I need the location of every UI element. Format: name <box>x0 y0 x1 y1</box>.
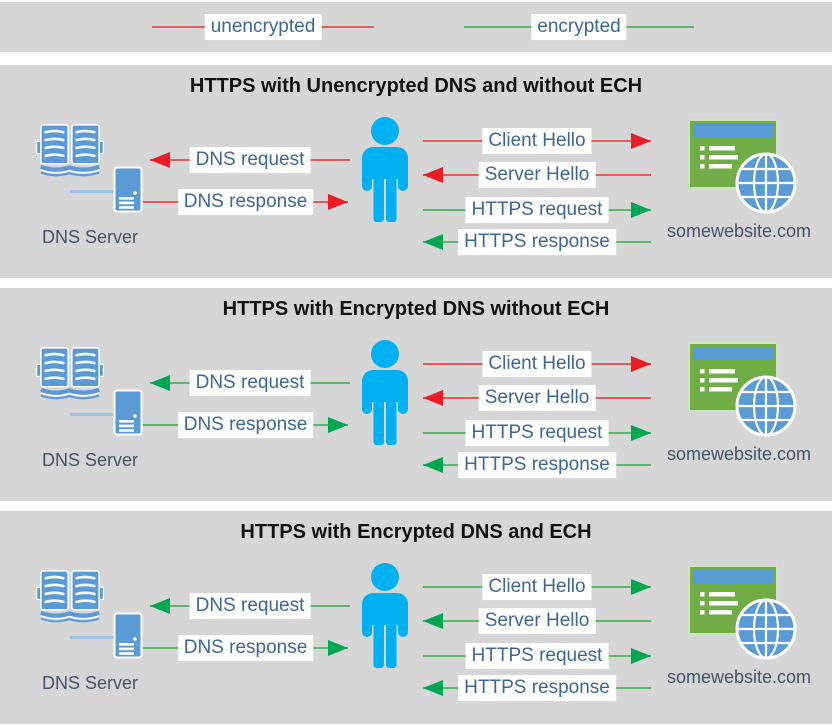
arrow-head <box>328 417 348 433</box>
dns-response-arrow: DNS response <box>143 189 348 215</box>
book-server-connector <box>70 190 116 193</box>
arrow-head <box>631 579 651 595</box>
arrow-head <box>423 390 443 406</box>
https-response-arrow: HTTPS response <box>423 452 651 478</box>
arrow-head <box>328 640 348 656</box>
arrow-head <box>150 152 170 168</box>
arrow-label: Server Hello <box>478 608 596 634</box>
arrow-label: Client Hello <box>482 351 592 377</box>
arrow-label: HTTPS response <box>458 229 616 255</box>
arrow-head <box>631 133 651 149</box>
panel-unencrypted-dns-no-ech: HTTPS with Unencrypted DNS and without E… <box>0 65 832 278</box>
website-label: somewebsite.com <box>666 221 812 241</box>
arrow-head <box>631 425 651 441</box>
website-icon <box>688 565 798 661</box>
legend-unencrypted-label: unencrypted <box>204 14 322 40</box>
book-server-connector <box>70 413 116 416</box>
client-hello-arrow: Client Hello <box>423 128 651 154</box>
arrow-head <box>423 680 443 696</box>
arrow-head <box>631 356 651 372</box>
legend-band: unencrypted encrypted <box>0 2 832 52</box>
client-hello-arrow: Client Hello <box>423 574 651 600</box>
panel-title: HTTPS with Encrypted DNS and ECH <box>240 521 592 543</box>
https-response-arrow: HTTPS response <box>423 675 651 701</box>
arrow-head <box>423 457 443 473</box>
arrow-label: DNS request <box>189 593 311 619</box>
book-server-connector <box>70 636 116 639</box>
arrow-head <box>150 598 170 614</box>
dns-server-icon <box>113 612 143 659</box>
client-hello-arrow: Client Hello <box>423 351 651 377</box>
legend-unencrypted: unencrypted <box>152 14 374 40</box>
website-label: somewebsite.com <box>666 444 812 464</box>
server-hello-arrow: Server Hello <box>423 162 651 188</box>
arrow-head <box>423 234 443 250</box>
https-request-arrow: HTTPS request <box>423 420 651 446</box>
arrow-label: HTTPS request <box>465 643 609 669</box>
arrow-label: HTTPS response <box>458 452 616 478</box>
arrow-label: DNS response <box>177 635 314 661</box>
server-hello-arrow: Server Hello <box>423 608 651 634</box>
https-response-arrow: HTTPS response <box>423 229 651 255</box>
dns-server-label: DNS Server <box>41 450 139 470</box>
arrow-head <box>631 202 651 218</box>
arrow-label: HTTPS request <box>465 420 609 446</box>
user-icon <box>355 117 415 222</box>
arrow-label: HTTPS response <box>458 675 616 701</box>
website-icon <box>688 342 798 438</box>
dns-request-arrow: DNS request <box>150 147 350 173</box>
website-label: somewebsite.com <box>666 667 812 687</box>
panel-encrypted-dns-no-ech: HTTPS with Encrypted DNS without ECH <box>0 288 832 501</box>
arrow-label: Server Hello <box>478 162 596 188</box>
https-request-arrow: HTTPS request <box>423 197 651 223</box>
user-icon <box>355 563 415 668</box>
dns-server-icon <box>113 389 143 436</box>
panel-encrypted-dns-ech: HTTPS with Encrypted DNS and ECH <box>0 511 832 724</box>
dns-response-arrow: DNS response <box>143 635 348 661</box>
panel-title: HTTPS with Unencrypted DNS and without E… <box>189 75 643 97</box>
arrow-label: DNS request <box>189 370 311 396</box>
user-icon <box>355 340 415 445</box>
server-hello-arrow: Server Hello <box>423 385 651 411</box>
dns-request-arrow: DNS request <box>150 370 350 396</box>
arrow-label: DNS request <box>189 147 311 173</box>
dns-server-label: DNS Server <box>41 673 139 693</box>
dns-book-icon <box>36 346 104 402</box>
dns-server-label: DNS Server <box>41 227 139 247</box>
arrow-label: Client Hello <box>482 574 592 600</box>
arrow-label: DNS response <box>177 189 314 215</box>
dns-book-icon <box>36 123 104 179</box>
arrow-label: Server Hello <box>478 385 596 411</box>
dns-server-icon <box>113 166 143 213</box>
arrow-label: DNS response <box>177 412 314 438</box>
dns-book-icon <box>36 569 104 625</box>
legend-encrypted: encrypted <box>464 14 694 40</box>
arrow-label: Client Hello <box>482 128 592 154</box>
https-request-arrow: HTTPS request <box>423 643 651 669</box>
legend-encrypted-label: encrypted <box>531 14 627 40</box>
dns-request-arrow: DNS request <box>150 593 350 619</box>
arrow-label: HTTPS request <box>465 197 609 223</box>
arrow-head <box>150 375 170 391</box>
arrow-head <box>328 194 348 210</box>
website-icon <box>688 119 798 215</box>
arrow-head <box>423 167 443 183</box>
arrow-head <box>423 613 443 629</box>
dns-response-arrow: DNS response <box>143 412 348 438</box>
arrow-head <box>631 648 651 664</box>
panel-title: HTTPS with Encrypted DNS without ECH <box>222 298 610 320</box>
